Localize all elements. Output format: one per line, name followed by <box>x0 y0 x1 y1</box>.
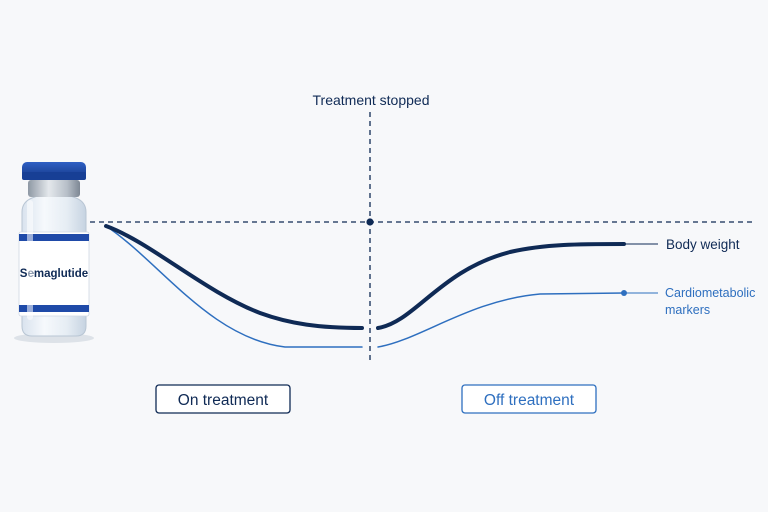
off-treatment-label: Off treatment <box>484 392 575 409</box>
body-weight-label: Body weight <box>666 237 740 252</box>
vial-label-stripe-bottom <box>19 305 89 312</box>
cardiometabolic-curve-on <box>105 225 363 348</box>
vial-cap-skirt <box>22 172 86 180</box>
body-weight-curve-on <box>104 224 364 330</box>
treatment-stopped-label: Treatment stopped <box>313 92 430 108</box>
on-treatment-box: On treatment <box>155 384 291 414</box>
body-weight-curve-off <box>376 242 626 330</box>
semaglutide-vial: Semaglutide <box>14 162 94 343</box>
off-treatment-frame <box>461 384 597 414</box>
vial-crimp <box>28 180 80 197</box>
cardiometabolic-label-line1: Cardiometabolic <box>665 286 755 300</box>
cardiometabolic-label-line2: markers <box>665 303 710 317</box>
vial-highlight <box>27 200 33 320</box>
body-weight-series: Body weight <box>104 224 740 330</box>
on-treatment-label: On treatment <box>178 392 269 409</box>
cardiometabolic-series: Cardiometabolic markers <box>105 225 755 348</box>
vial-label-text: Semaglutide <box>20 268 88 280</box>
vial-label <box>18 231 90 317</box>
vial-label-stripe-top <box>19 234 89 241</box>
on-treatment-frame <box>155 384 291 414</box>
off-treatment-box: Off treatment <box>461 384 597 414</box>
treatment-stopped-marker <box>366 218 374 226</box>
cardiometabolic-curve-off <box>377 292 625 348</box>
